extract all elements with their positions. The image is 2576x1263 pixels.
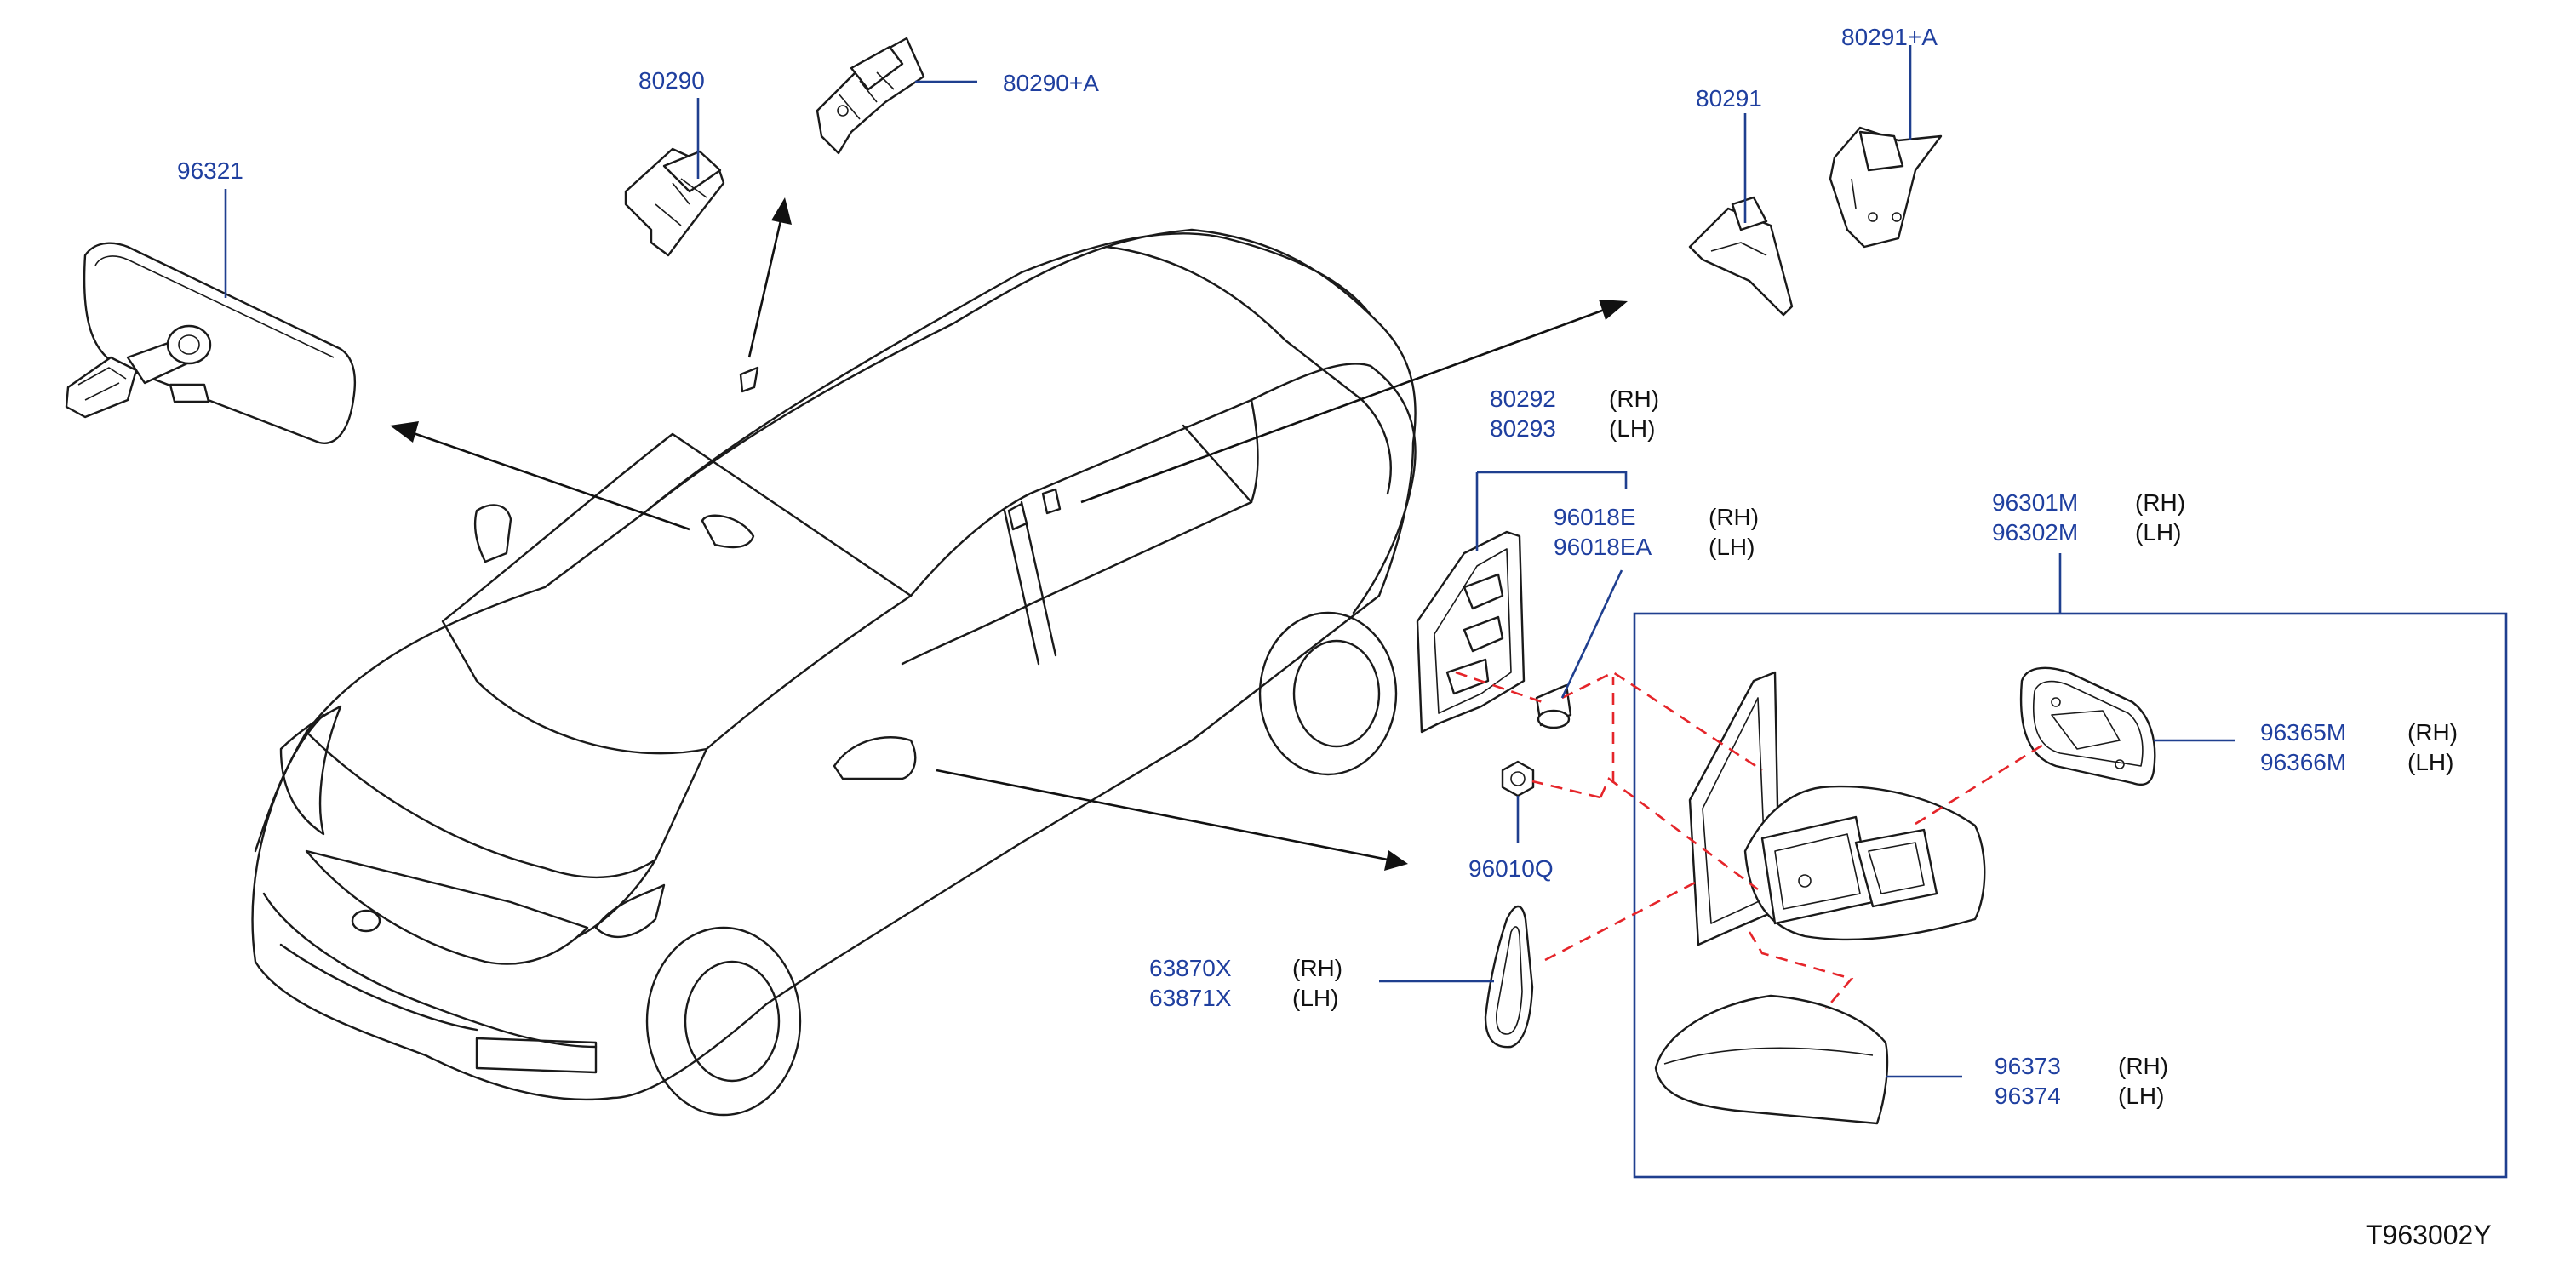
label-80290: 80290 [638, 67, 705, 94]
label-96302m: 96302M [1992, 519, 2078, 546]
label-80291: 80291 [1696, 85, 1762, 111]
label-80293: 80293 [1490, 415, 1556, 442]
part-labels: 96321 80290 80290+A 80291 80291+A 80292 … [177, 24, 2492, 1250]
illustration-code: T963002Y [2366, 1220, 2492, 1250]
label-96373: 96373 [1995, 1053, 2061, 1079]
label-80290a: 80290+A [1003, 70, 1099, 96]
label-96010q: 96010Q [1468, 855, 1554, 882]
label-80292: 80292 [1490, 386, 1556, 412]
clip-96018e [1535, 683, 1572, 729]
mirror-cover-96373 [1654, 994, 1889, 1125]
label-80291a: 80291+A [1841, 24, 1938, 50]
car-illustration [251, 228, 1417, 1117]
mirror-finisher-80290a [816, 37, 925, 155]
label-96366m-side: (LH) [2407, 749, 2453, 775]
label-96365m-side: (RH) [2407, 719, 2458, 746]
nut-96010q [1501, 760, 1535, 797]
label-96301m-side: (RH) [2135, 489, 2185, 516]
label-80293-side: (LH) [1609, 415, 1655, 442]
label-63871x-side: (LH) [1292, 985, 1338, 1011]
label-96365m: 96365M [2260, 719, 2346, 746]
label-96374: 96374 [1995, 1083, 2061, 1109]
label-96018e-side: (RH) [1709, 504, 1759, 530]
rearview-mirror-part [65, 242, 357, 444]
label-96301m: 96301M [1992, 489, 2078, 516]
label-80292-side: (RH) [1609, 386, 1659, 412]
label-63870x: 63870X [1149, 955, 1232, 981]
label-96018e: 96018E [1554, 504, 1636, 530]
label-96018ea-side: (LH) [1709, 534, 1755, 560]
label-96018ea: 96018EA [1554, 534, 1652, 560]
mirror-finisher-80290 [624, 147, 725, 257]
label-96374-side: (LH) [2118, 1083, 2164, 1109]
leader-lines [224, 45, 2235, 1078]
mirror-finisher-80291 [1688, 196, 1794, 317]
assembly-dashed-lines [1455, 671, 2048, 1009]
corner-finisher-80292 [1416, 530, 1526, 734]
callout-arrows [390, 197, 1628, 871]
label-63870x-side: (RH) [1292, 955, 1342, 981]
door-mirror-assembly-box [1633, 612, 2508, 1179]
label-96373-side: (RH) [2118, 1053, 2168, 1079]
mirror-finisher-80291a [1829, 126, 1943, 249]
mirror-glass-96365m [2019, 666, 2156, 786]
label-96302m-side: (LH) [2135, 519, 2181, 546]
label-96321: 96321 [177, 157, 243, 184]
sealing-63870x [1484, 905, 1534, 1049]
label-63871x: 63871X [1149, 985, 1232, 1011]
door-mirror-assembly [1688, 671, 1986, 946]
label-96366m: 96366M [2260, 749, 2346, 775]
